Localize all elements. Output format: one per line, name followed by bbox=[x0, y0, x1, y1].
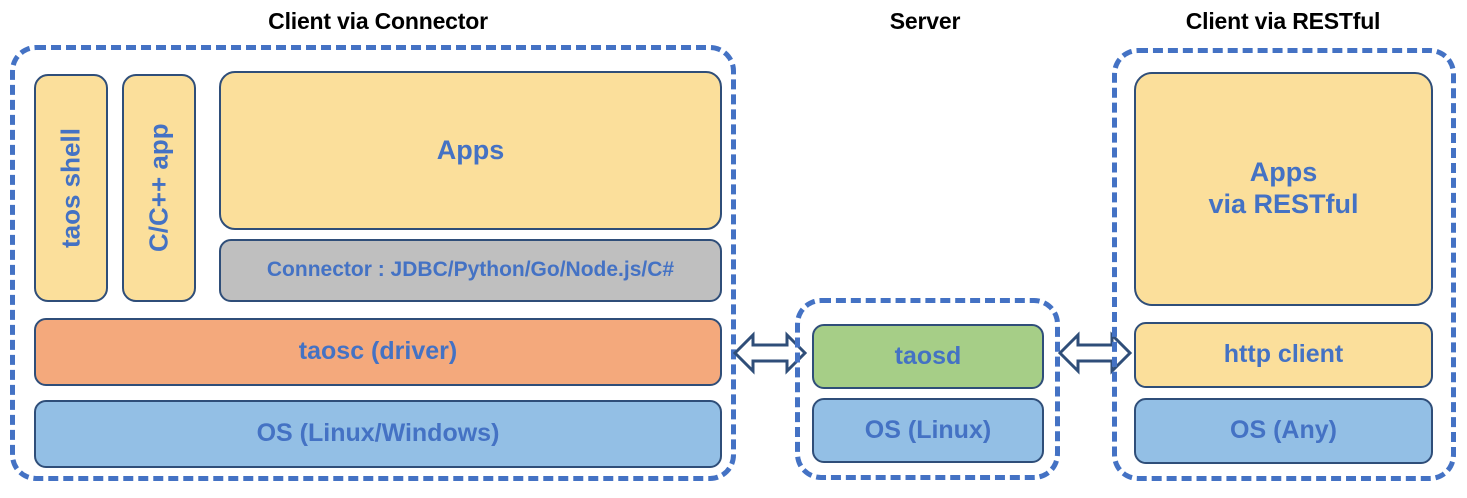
box-os-linux[interactable]: OS (Linux) bbox=[812, 398, 1044, 463]
box-os-any[interactable]: OS (Any) bbox=[1134, 398, 1433, 464]
box-c-cpp-app[interactable]: C/C++ app bbox=[122, 74, 196, 302]
box-taos-shell[interactable]: taos shell bbox=[34, 74, 108, 302]
arrow-connector-to-server-icon bbox=[733, 328, 807, 378]
group-server bbox=[795, 298, 1060, 480]
group-client-restful bbox=[1112, 48, 1456, 481]
box-connector[interactable]: Connector : JDBC/Python/Go/Node.js/C# bbox=[219, 239, 722, 302]
section-title-client-restful: Client via RESTful bbox=[1185, 8, 1381, 34]
box-taosd[interactable]: taosd bbox=[812, 324, 1044, 389]
box-taosc-driver[interactable]: taosc (driver) bbox=[34, 318, 722, 386]
group-client-connector bbox=[10, 45, 736, 481]
section-title-server: Server bbox=[889, 8, 961, 34]
box-os-linux-windows[interactable]: OS (Linux/Windows) bbox=[34, 400, 722, 468]
section-title-client-connector: Client via Connector bbox=[268, 8, 488, 34]
box-http-client[interactable]: http client bbox=[1134, 322, 1433, 388]
box-apps[interactable]: Apps bbox=[219, 71, 722, 230]
box-apps-via-restful[interactable]: Apps via RESTful bbox=[1134, 72, 1433, 306]
